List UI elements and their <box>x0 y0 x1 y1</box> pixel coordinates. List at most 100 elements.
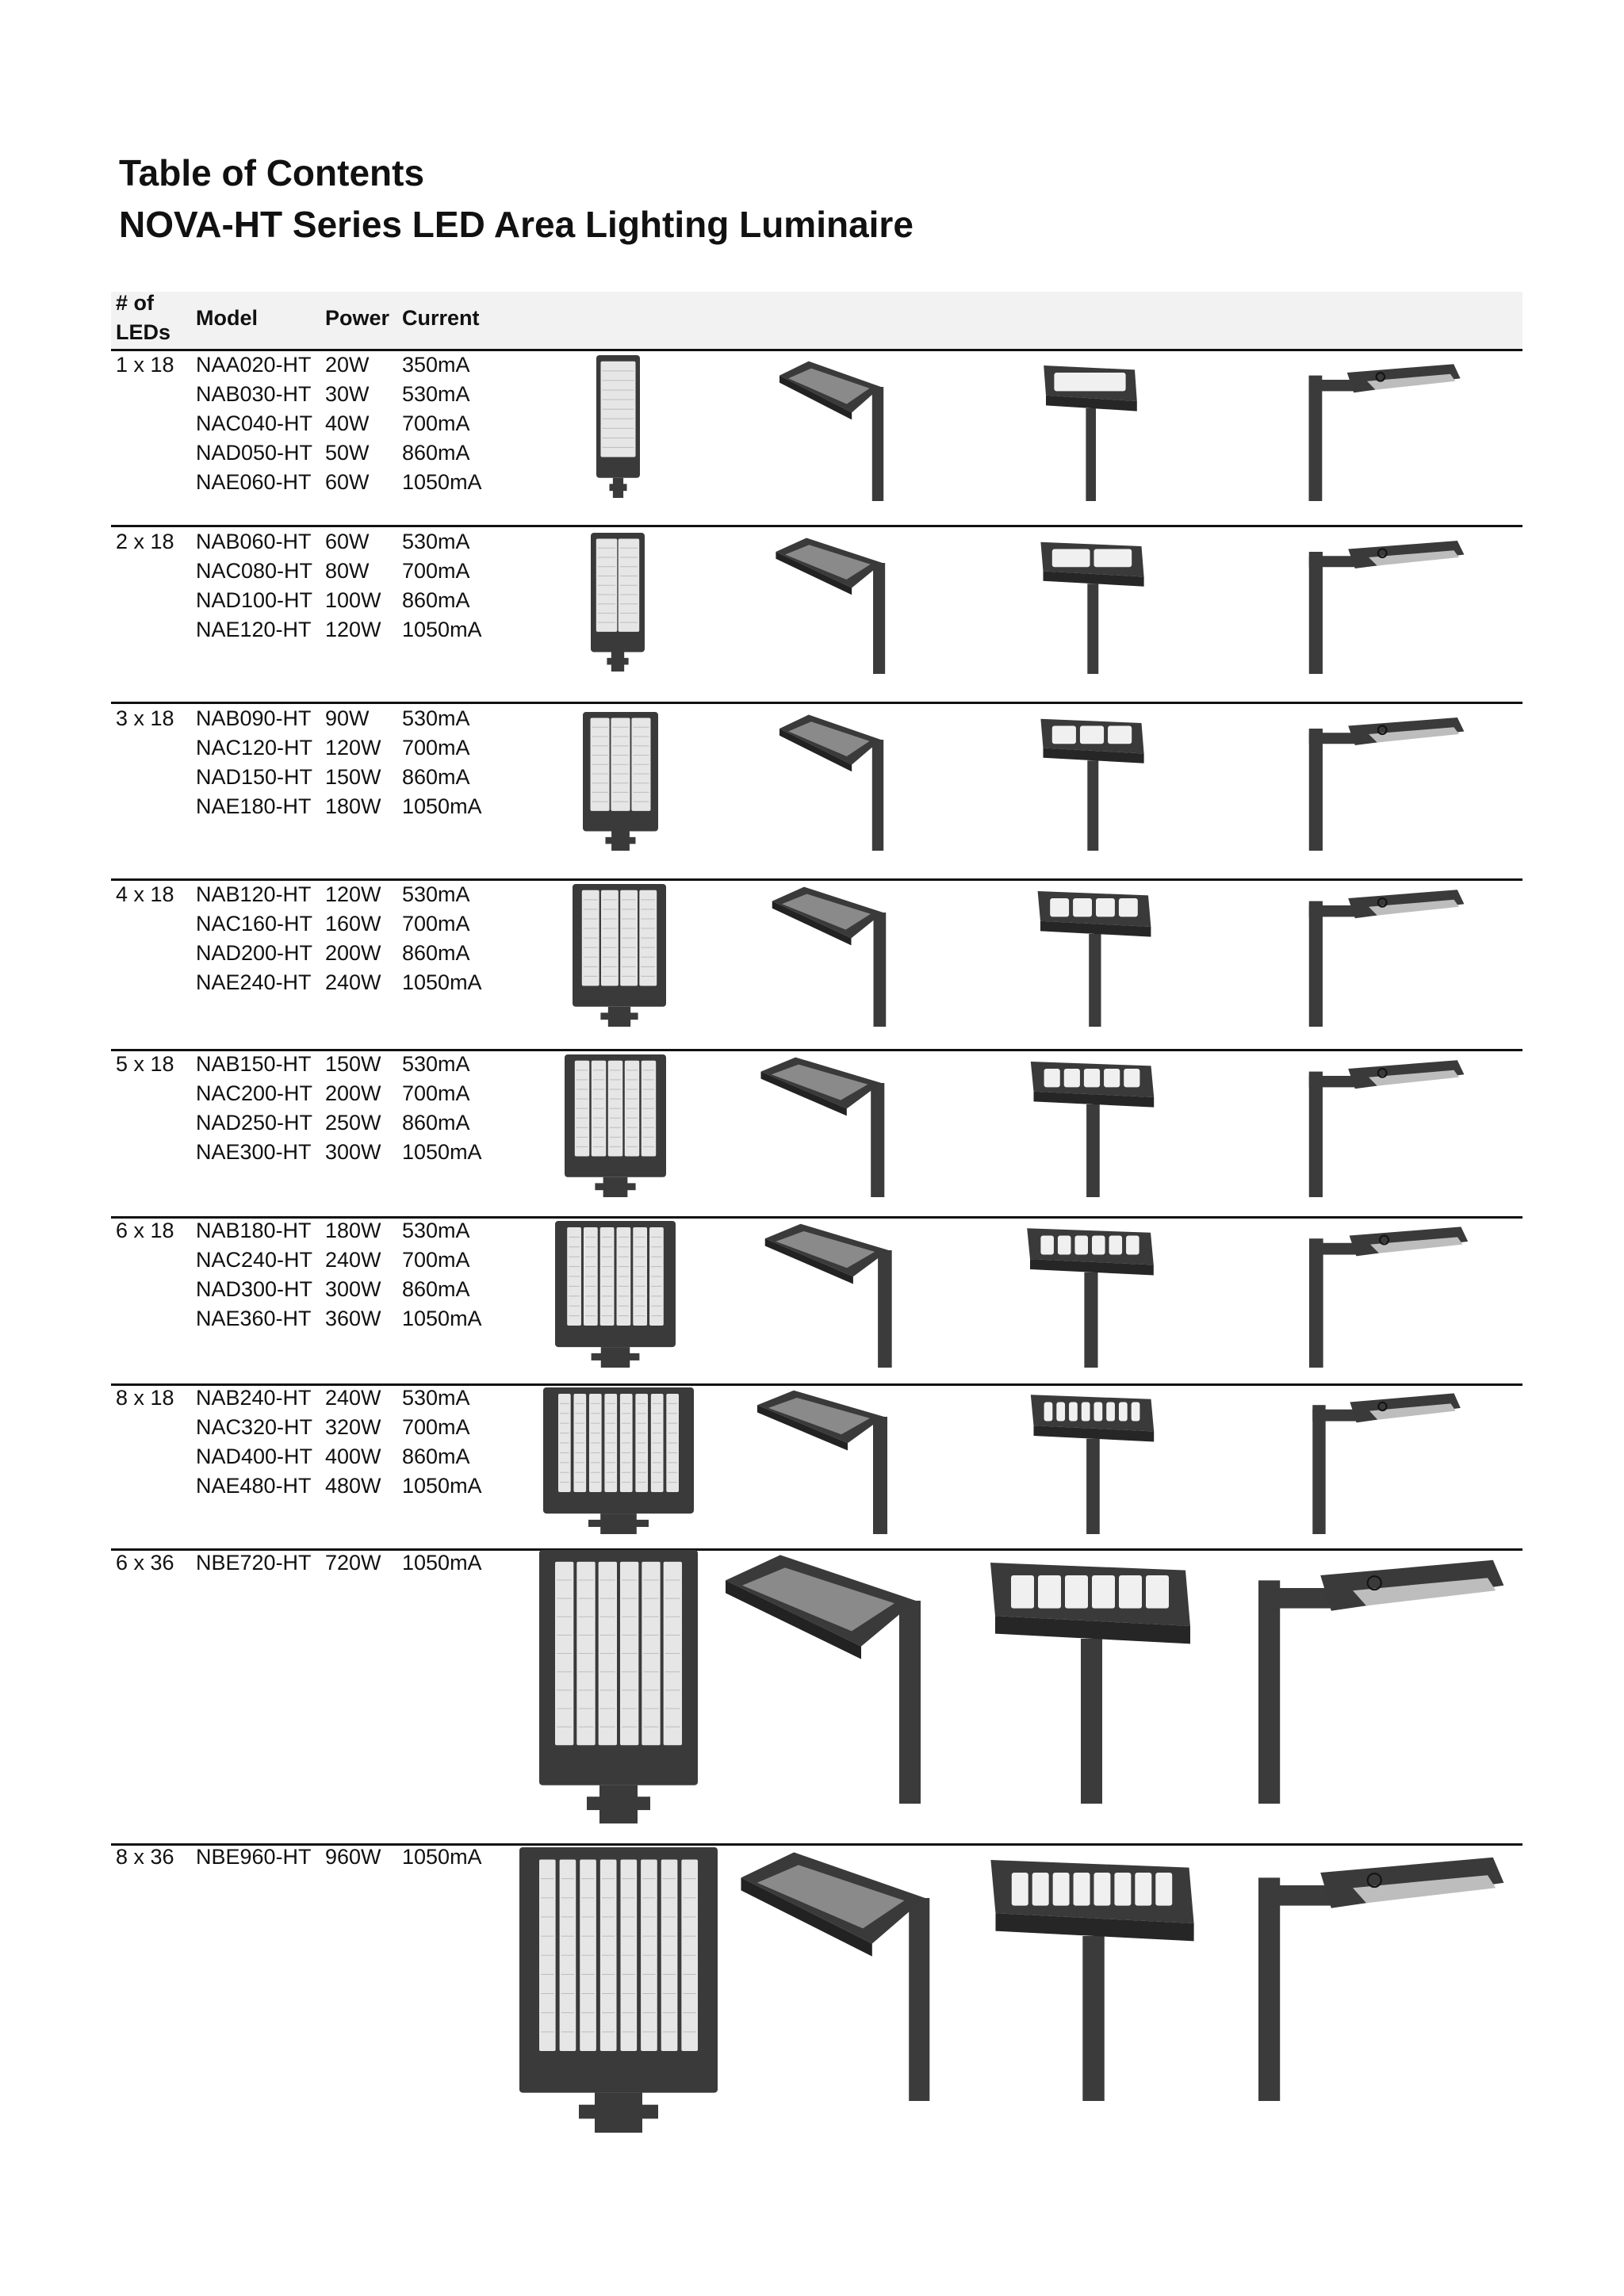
current-cell: 1050mA <box>402 470 482 494</box>
model-cell: NAD200-HT <box>196 941 313 965</box>
power-cell: 50W <box>325 441 370 465</box>
model-cell: NAB180-HT <box>196 1219 312 1242</box>
luminaire-top-view <box>1040 718 1144 851</box>
model-cell: NAD400-HT <box>196 1445 313 1468</box>
row-divider <box>111 878 1522 881</box>
page-subtitle: NOVA-HT Series LED Area Lighting Luminai… <box>119 204 914 245</box>
luminaire-top-view <box>990 1860 1194 2101</box>
luminaire-top-view <box>1027 1228 1154 1368</box>
luminaire-top-view <box>1040 541 1144 674</box>
model-cell: NAD050-HT <box>196 441 313 465</box>
luminaire-side-view <box>1308 1060 1465 1197</box>
current-cell: 530mA <box>402 1052 470 1076</box>
model-cell: NBE720-HT <box>196 1551 312 1575</box>
current-cell: 1050mA <box>402 794 482 818</box>
current-cell: 1050mA <box>402 970 482 994</box>
current-cell: 860mA <box>402 588 470 612</box>
led-count: 5 x 18 <box>116 1052 174 1076</box>
power-cell: 200W <box>325 1081 381 1105</box>
led-count: 8 x 18 <box>116 1386 174 1410</box>
row-divider <box>111 1049 1522 1051</box>
power-cell: 60W <box>325 470 370 494</box>
luminaire-angled-view <box>779 714 884 851</box>
model-cell: NAB150-HT <box>196 1052 312 1076</box>
power-cell: 90W <box>325 706 370 730</box>
current-cell: 860mA <box>402 1445 470 1468</box>
current-cell: 1050mA <box>402 1140 482 1164</box>
current-cell: 700mA <box>402 1415 470 1439</box>
current-cell: 530mA <box>402 1219 470 1242</box>
luminaire-front-view <box>596 355 640 498</box>
led-count: 3 x 18 <box>116 706 174 730</box>
power-cell: 360W <box>325 1307 381 1330</box>
luminaire-side-view <box>1308 718 1465 851</box>
current-cell: 1050mA <box>402 1845 482 1869</box>
power-cell: 180W <box>325 1219 381 1242</box>
current-cell: 860mA <box>402 441 470 465</box>
row-divider <box>111 525 1522 527</box>
model-cell: NAE060-HT <box>196 470 312 494</box>
power-cell: 120W <box>325 618 381 641</box>
table-header: # of LEDs Model Power Current <box>111 291 1522 349</box>
power-cell: 250W <box>325 1111 381 1135</box>
luminaire-angled-view <box>741 1852 930 2101</box>
luminaire-front-view <box>573 884 666 1027</box>
luminaire-front-view <box>539 1550 698 1823</box>
model-cell: NAC160-HT <box>196 912 313 936</box>
current-cell: 700mA <box>402 411 470 435</box>
power-cell: 150W <box>325 1052 381 1076</box>
model-cell: NAC200-HT <box>196 1081 313 1105</box>
power-cell: 40W <box>325 411 370 435</box>
power-cell: 960W <box>325 1845 381 1869</box>
led-count: 6 x 18 <box>116 1219 174 1242</box>
model-cell: NAD250-HT <box>196 1111 313 1135</box>
row-divider <box>111 1843 1522 1846</box>
model-cell: NAE480-HT <box>196 1474 312 1498</box>
luminaire-side-view <box>1258 1857 1504 2101</box>
current-cell: 1050mA <box>402 1474 482 1498</box>
model-cell: NAE180-HT <box>196 794 312 818</box>
page-title: Table of Contents <box>119 152 425 193</box>
luminaire-side-view <box>1308 364 1461 501</box>
row-divider <box>111 349 1522 351</box>
current-cell: 350mA <box>402 353 470 377</box>
luminaire-angled-view <box>779 361 884 501</box>
header-power: Power <box>325 306 390 330</box>
header-leds-line2: LEDs <box>116 320 171 344</box>
current-cell: 530mA <box>402 530 470 553</box>
luminaire-angled-view <box>757 1390 887 1534</box>
power-cell: 240W <box>325 1386 381 1410</box>
model-cell: NAE300-HT <box>196 1140 312 1164</box>
model-cell: NBE960-HT <box>196 1845 312 1869</box>
row-divider <box>111 1383 1522 1386</box>
led-count: 6 x 36 <box>116 1551 174 1575</box>
power-cell: 150W <box>325 765 381 789</box>
model-cell: NAE120-HT <box>196 618 312 641</box>
model-cell: NAD100-HT <box>196 588 313 612</box>
power-cell: 480W <box>325 1474 381 1498</box>
luminaire-front-view <box>591 533 645 672</box>
model-cell: NAB120-HT <box>196 882 312 906</box>
luminaire-angled-view <box>772 886 887 1027</box>
luminaire-angled-view <box>776 538 886 674</box>
led-count: 4 x 18 <box>116 882 174 906</box>
model-cell: NAB030-HT <box>196 382 312 406</box>
power-cell: 180W <box>325 794 381 818</box>
current-cell: 530mA <box>402 382 470 406</box>
luminaire-front-view <box>543 1387 694 1534</box>
current-cell: 700mA <box>402 1081 470 1105</box>
header-current: Current <box>402 306 480 330</box>
model-cell: NAD300-HT <box>196 1277 313 1301</box>
luminaire-front-view <box>583 712 658 851</box>
power-cell: 160W <box>325 912 381 936</box>
power-cell: 240W <box>325 1248 381 1272</box>
led-count: 2 x 18 <box>116 530 174 553</box>
current-cell: 530mA <box>402 1386 470 1410</box>
model-cell: NAC080-HT <box>196 559 313 583</box>
luminaire-side-view <box>1308 541 1465 674</box>
current-cell: 860mA <box>402 765 470 789</box>
current-cell: 530mA <box>402 706 470 730</box>
current-cell: 700mA <box>402 912 470 936</box>
luminaire-top-view <box>1030 1395 1155 1534</box>
luminaire-top-view <box>1037 891 1151 1027</box>
